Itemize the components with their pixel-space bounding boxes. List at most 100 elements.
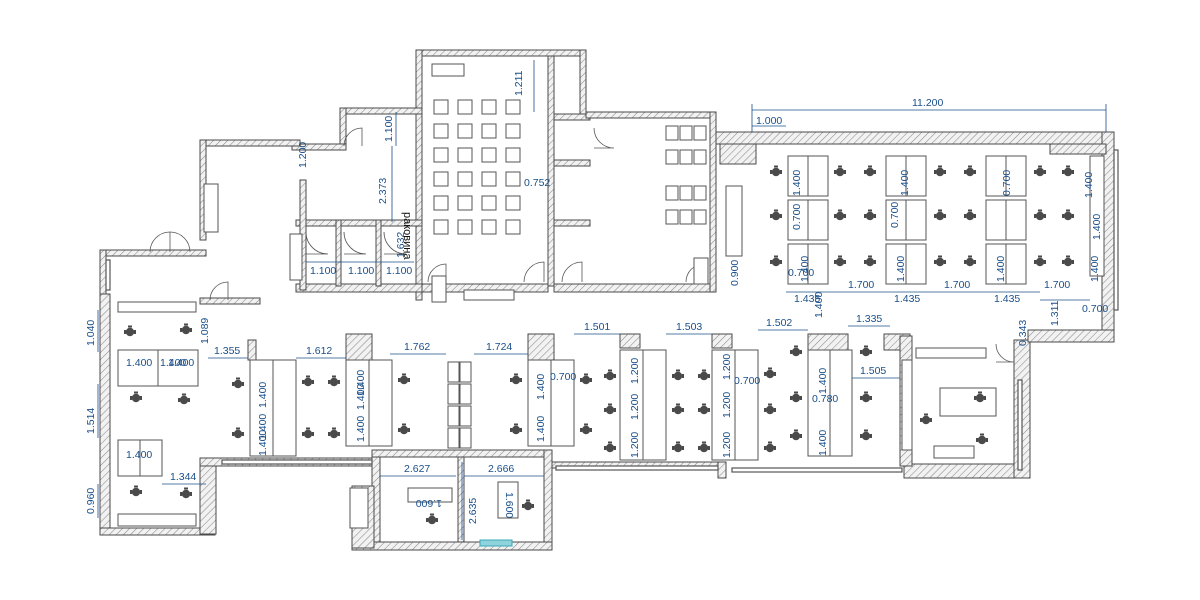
office-chair <box>964 255 976 267</box>
dim-wc-1632: 1.632 <box>395 232 407 258</box>
dim-bottom-2635: 2.635 <box>467 498 479 524</box>
office-chair <box>864 255 876 267</box>
dim-right-0900: 0.900 <box>729 260 741 286</box>
cabinet-conference-2 <box>431 275 447 303</box>
dim-left-1400-a: 1.400 <box>126 357 152 369</box>
conference-chair <box>433 147 449 163</box>
conference-chair <box>433 99 449 115</box>
wall-right-room-top <box>585 111 713 119</box>
conference-chair <box>505 195 521 211</box>
dim-left-1040: 1.040 <box>85 320 97 346</box>
office-chair <box>1034 255 1046 267</box>
wall-bottom-rooms-top <box>371 449 553 458</box>
dim-mid-1200-f: 1.200 <box>721 432 733 458</box>
dim-mid-1400-k: 1.400 <box>257 414 269 440</box>
office-chair <box>698 369 710 381</box>
dim-left-1514: 1.514 <box>85 408 97 434</box>
workstation-desk <box>807 199 829 241</box>
workstation-desk <box>985 199 1007 241</box>
conference-chair <box>457 171 473 187</box>
office-chair <box>864 165 876 177</box>
locker <box>459 361 472 383</box>
office-chair <box>672 369 684 381</box>
dim-bottom-1600-b: 1.600 <box>503 492 515 518</box>
wall-conference-top <box>415 49 587 57</box>
wall-right-room-right <box>709 111 717 293</box>
conference-chair <box>433 171 449 187</box>
glass-right-edge <box>1113 149 1119 311</box>
dim-right-0700-e: 0.700 <box>1082 303 1108 315</box>
dim-mid-1501: 1.501 <box>584 321 610 333</box>
wall-restroom-mid <box>291 143 347 151</box>
office-chair <box>510 423 522 435</box>
desk-manager <box>939 387 997 417</box>
conference-chair <box>433 123 449 139</box>
office-chair <box>232 427 244 439</box>
door-stair <box>561 261 583 283</box>
office-chair <box>770 165 782 177</box>
dim-mid-1335: 1.335 <box>856 313 882 325</box>
office-chair <box>130 391 142 403</box>
room-chair <box>693 149 707 165</box>
dim-mid-1400-g: 1.400 <box>817 368 829 394</box>
restroom-label: раковина <box>401 212 413 260</box>
wall-column-3 <box>527 333 555 361</box>
workstation-desk <box>905 155 927 197</box>
office-chair <box>964 165 976 177</box>
dim-right-1400-d: 1.400 <box>1091 214 1103 240</box>
conference-chair <box>481 99 497 115</box>
office-chair <box>302 427 314 439</box>
glass-lower-left <box>555 465 719 471</box>
wall-conference-right <box>579 49 587 121</box>
office-chair <box>328 375 340 387</box>
locker <box>447 383 460 405</box>
dim-right-1700-a: 1.700 <box>848 279 874 291</box>
office-chair <box>790 345 802 357</box>
sofa-right-room <box>725 185 743 257</box>
dim-mid-1400-a: 1.400 <box>257 382 269 408</box>
conference-chairs <box>433 99 521 235</box>
conference-chair <box>457 147 473 163</box>
dim-mid-1612: 1.612 <box>306 345 332 357</box>
workstations <box>117 155 1027 477</box>
office-chair <box>698 403 710 415</box>
room-chair <box>679 149 693 165</box>
office-chair <box>672 403 684 415</box>
dim-right-1400-c: 1.400 <box>1083 172 1095 198</box>
office-chair <box>580 373 592 385</box>
wall-restroom-top <box>339 107 423 115</box>
office-chair <box>180 487 192 499</box>
room-chair <box>679 209 693 225</box>
dim-bottom-2666: 2.666 <box>488 463 514 475</box>
door-right-room <box>593 127 615 149</box>
wall-stair-low <box>553 219 591 227</box>
office-chair <box>398 423 410 435</box>
dim-mid-1724: 1.724 <box>486 341 512 353</box>
conference-chair <box>505 147 521 163</box>
wall-stall-2 <box>375 219 382 287</box>
office-chair <box>860 345 872 357</box>
conference-chair <box>505 219 521 235</box>
conference-chair <box>481 147 497 163</box>
dim-right-0700-a: 0.700 <box>1001 170 1013 196</box>
dim-mid-1200-a: 1.200 <box>629 358 641 384</box>
sofa-conference <box>431 63 465 77</box>
office-chair <box>522 499 534 511</box>
conference-chair <box>457 123 473 139</box>
wall-conference-inner <box>547 55 555 287</box>
sofas <box>117 63 1105 529</box>
wall-corridor-top <box>199 139 301 147</box>
room-chair <box>693 209 707 225</box>
conference-chair <box>505 171 521 187</box>
dim-mid-1200-c: 1.200 <box>629 432 641 458</box>
dim-right-1435-b: 1.435 <box>894 293 920 305</box>
office-chair <box>1062 209 1074 221</box>
door-stall-2 <box>343 231 367 255</box>
workstation-desk <box>807 243 829 285</box>
office-chair <box>1062 165 1074 177</box>
workstation-desk <box>1005 243 1027 285</box>
cabinet-manager <box>901 359 913 451</box>
walls <box>99 49 1115 551</box>
office-chair <box>790 429 802 441</box>
office-chair <box>302 375 314 387</box>
